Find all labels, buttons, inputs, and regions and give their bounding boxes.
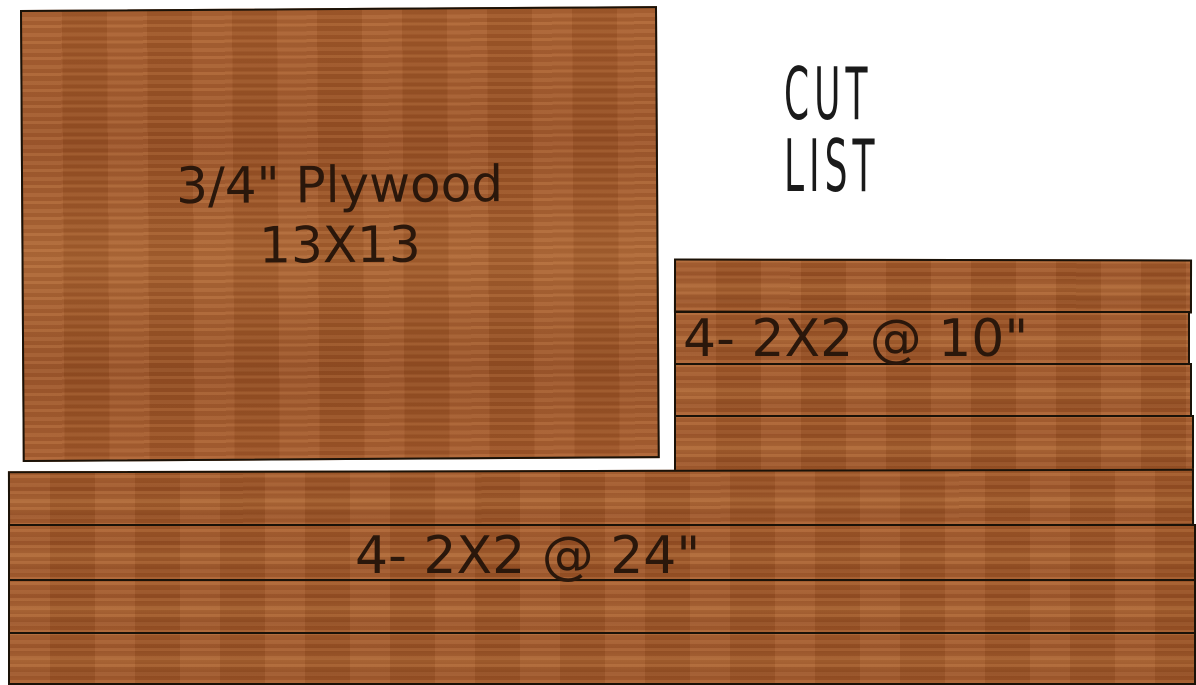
cut-list-title: Cut List (784, 58, 1074, 202)
plywood-panel: 3/4" Plywood 13X13 (20, 6, 660, 462)
long-board (8, 632, 1196, 685)
cut-list-title-text: Cut List (784, 58, 929, 202)
plywood-dimensions: 13X13 (23, 213, 656, 277)
short-board (674, 363, 1192, 417)
short-board (674, 259, 1192, 314)
plywood-label: 3/4" Plywood (23, 153, 656, 217)
short-board (674, 415, 1194, 475)
long-boards-label: 4- 2X2 @ 24" (355, 525, 700, 587)
long-board (8, 469, 1194, 528)
short-boards-label: 4- 2X2 @ 10" (683, 309, 1028, 369)
long-board (8, 579, 1196, 635)
